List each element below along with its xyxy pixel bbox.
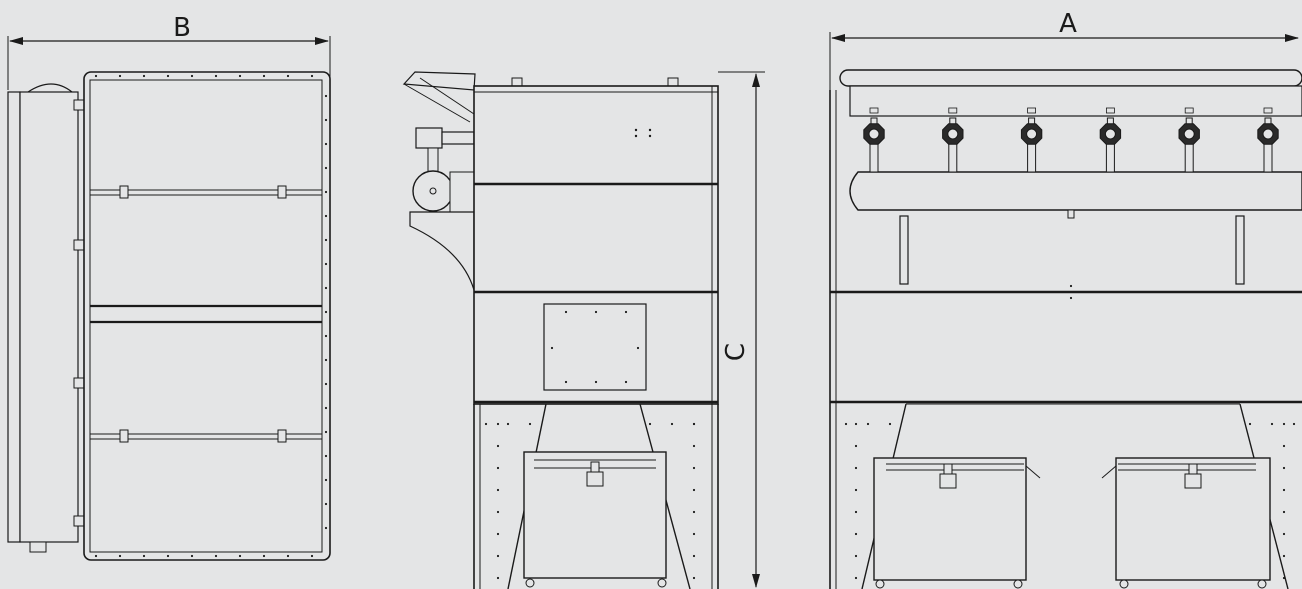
dimension-c-label: C [721, 343, 751, 361]
valve [863, 117, 885, 173]
dimension-a: A [829, 9, 1299, 90]
dimension-b-label: B [173, 13, 191, 43]
manifold [849, 171, 1302, 211]
valve [1020, 117, 1043, 173]
access-panel [543, 303, 647, 391]
rail-mark [1184, 107, 1194, 114]
rail-mark [1027, 107, 1036, 114]
rail-mark [1263, 107, 1273, 114]
front-view [829, 69, 1302, 589]
dimension-a-label: A [1059, 9, 1077, 39]
rail-mark [1106, 107, 1115, 114]
dimension-b: B [7, 13, 331, 90]
top-view [7, 71, 331, 561]
valve [1099, 117, 1122, 173]
valve [1257, 117, 1279, 173]
side-view [402, 71, 719, 589]
valve [1178, 117, 1200, 173]
rail-mark [869, 107, 879, 114]
rail-mark [948, 107, 958, 114]
dimension-c: C [718, 71, 765, 588]
valve [942, 117, 964, 173]
